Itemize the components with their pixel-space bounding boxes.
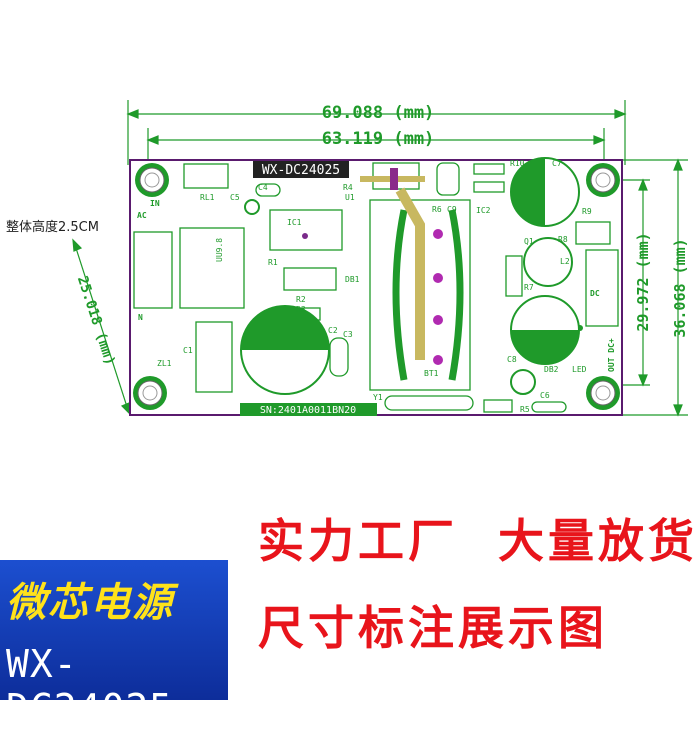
lbl-c7: C7 xyxy=(552,159,562,168)
lbl-y1: Y1 xyxy=(373,393,383,402)
crystal-y1 xyxy=(384,395,474,411)
cap-c6 xyxy=(531,401,567,413)
lbl-n: N xyxy=(138,313,143,322)
dimension-overall-height xyxy=(620,158,688,417)
cap-c8 xyxy=(510,295,580,365)
lbl-r5: R5 xyxy=(520,405,530,414)
slogan-dimension-diagram: 尺寸标注展示图 xyxy=(258,601,608,655)
q1 xyxy=(505,255,523,297)
lbl-c3: C3 xyxy=(343,330,353,339)
transformer-uu xyxy=(179,227,245,309)
lbl-led: LED xyxy=(572,365,587,374)
lbl-rl1: RL1 xyxy=(200,193,215,202)
res-r10 xyxy=(473,163,505,175)
lbl-r10: R10 xyxy=(510,159,525,168)
pcb-diagram: 69.088 (mm) 63.119 (mm) 29.972 (mm) 36.0… xyxy=(72,100,689,417)
cap-c3 xyxy=(329,337,349,377)
lbl-q1: Q1 xyxy=(524,237,534,246)
output-connector xyxy=(585,249,619,327)
transformer-main xyxy=(369,199,471,391)
lbl-c5: C5 xyxy=(230,193,240,202)
cap-c2 xyxy=(523,237,573,287)
mounting-hole-tr xyxy=(586,163,620,197)
components xyxy=(133,162,619,413)
lbl-c4: C4 xyxy=(258,183,268,192)
lbl-out-dc: OUT DC+ xyxy=(607,338,616,372)
brand-box: 微芯电源 WX-DC24025 xyxy=(0,560,228,730)
lbl-r4: R4 xyxy=(343,183,353,192)
lbl-db1: DB1 xyxy=(345,275,360,284)
lbl-u1: U1 xyxy=(345,193,355,202)
lbl-c9: C9 xyxy=(447,205,457,214)
mounting-hole-tl xyxy=(135,163,169,197)
model-label-box xyxy=(253,161,349,178)
lbl-r3: R3 xyxy=(296,305,306,314)
cap-small xyxy=(575,221,611,245)
serial-strip xyxy=(240,403,377,416)
dimension-hole-width xyxy=(146,128,606,165)
brand-name: 微芯电源 xyxy=(6,579,174,626)
lbl-uu: UU9.8 xyxy=(215,238,224,262)
led xyxy=(510,369,536,395)
res-r4b xyxy=(473,181,505,193)
cap-c4 xyxy=(255,183,281,197)
mounting-hole-br xyxy=(586,376,620,410)
slogan-stock: 大量放货 xyxy=(498,514,698,568)
fuse-mark xyxy=(390,168,398,190)
cap-body xyxy=(436,162,460,196)
cap-main xyxy=(240,305,330,395)
lbl-dc: DC xyxy=(590,289,600,298)
ic1-body xyxy=(269,209,343,251)
small-pads xyxy=(244,199,583,365)
overall-width-label: 69.088 (mm) xyxy=(322,103,435,123)
cap-c7 xyxy=(510,157,580,227)
lbl-ac: AC xyxy=(137,211,147,220)
lbl-c2: C2 xyxy=(328,326,338,335)
cap-c1 xyxy=(195,321,233,393)
lbl-ic2: IC2 xyxy=(476,206,491,215)
lbl-r8: R8 xyxy=(558,235,568,244)
lbl-ic1: IC1 xyxy=(287,218,302,227)
input-connector xyxy=(133,231,173,309)
lbl-in: IN xyxy=(150,199,160,208)
lbl-r7: R7 xyxy=(524,283,534,292)
lbl-r2: R2 xyxy=(296,295,306,304)
transformer-windings xyxy=(392,209,464,381)
dimension-overall-width xyxy=(126,100,627,165)
mounting-hole-bl xyxy=(133,376,167,410)
lbl-l2: L2 xyxy=(560,257,570,266)
lbl-r9: R9 xyxy=(582,207,592,216)
slogan-factory: 实力工厂 xyxy=(258,514,458,568)
hole-height-label: 29.972 (mm) xyxy=(634,232,652,331)
bridge-db1 xyxy=(283,267,337,291)
height-note: 整体高度2.5CM xyxy=(6,220,99,235)
left-height-label: 25.018 (mm) xyxy=(74,274,118,367)
yellow-trace xyxy=(395,187,425,360)
lbl-c1: C1 xyxy=(183,346,193,355)
bottom-strip xyxy=(228,668,700,700)
serial-label: SN:2401A0011BN20 xyxy=(260,405,356,416)
lbl-zl1: ZL1 xyxy=(157,359,172,368)
model-label: WX-DC24025 xyxy=(262,163,340,178)
lbl-r6: R6 xyxy=(432,205,442,214)
lbl-c8: C8 xyxy=(507,355,517,364)
dimension-left-height xyxy=(72,238,131,416)
lbl-c6: C6 xyxy=(540,391,550,400)
lbl-db2: DB2 xyxy=(544,365,559,374)
lbl-r1: R1 xyxy=(268,258,278,267)
lbl-bt1: BT1 xyxy=(424,369,439,378)
relay-rl1 xyxy=(183,163,229,189)
res-r5 xyxy=(483,399,513,413)
hole-width-label: 63.119 (mm) xyxy=(322,129,435,149)
brand-model: WX-DC24025 xyxy=(6,642,174,730)
overall-height-label: 36.068 (mm) xyxy=(671,238,689,337)
